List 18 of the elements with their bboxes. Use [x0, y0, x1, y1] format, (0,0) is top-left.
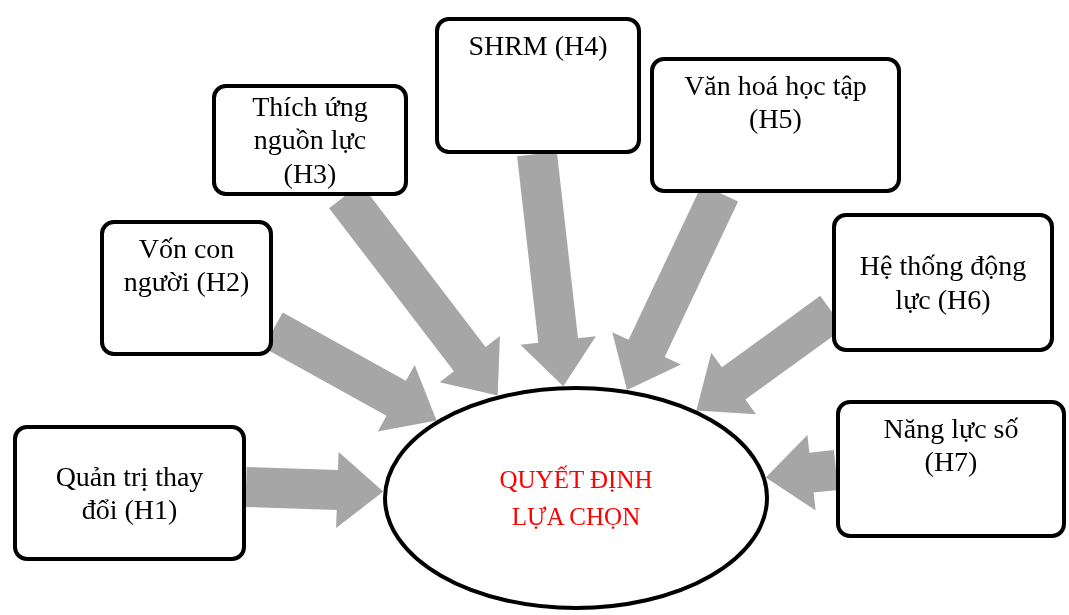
arrow	[245, 452, 384, 528]
node-label: QUYẾT ĐỊNH LỰA CHỌN	[498, 464, 654, 532]
factor-box	[435, 17, 641, 154]
node-label: SHRM (H4)	[468, 29, 608, 63]
factor-box	[650, 57, 901, 193]
factor-box	[836, 400, 1066, 538]
node-label: Quản trị thay đổi (H1)	[54, 459, 205, 527]
node-label: Thích ứng nguồn lực (H3)	[251, 90, 369, 190]
node-label: Hệ thống động lực (H6)	[858, 249, 1028, 316]
arrow	[765, 434, 839, 511]
factor-box	[100, 220, 273, 356]
factor-box	[13, 425, 246, 561]
node-label: Vốn con người (H2)	[122, 232, 251, 299]
node-label: Năng lực số (H7)	[882, 412, 1020, 479]
factor-box	[212, 84, 408, 196]
node-label: Văn hoá học tập (H5)	[683, 69, 868, 136]
arrow	[517, 151, 596, 387]
factor-box	[832, 213, 1054, 352]
